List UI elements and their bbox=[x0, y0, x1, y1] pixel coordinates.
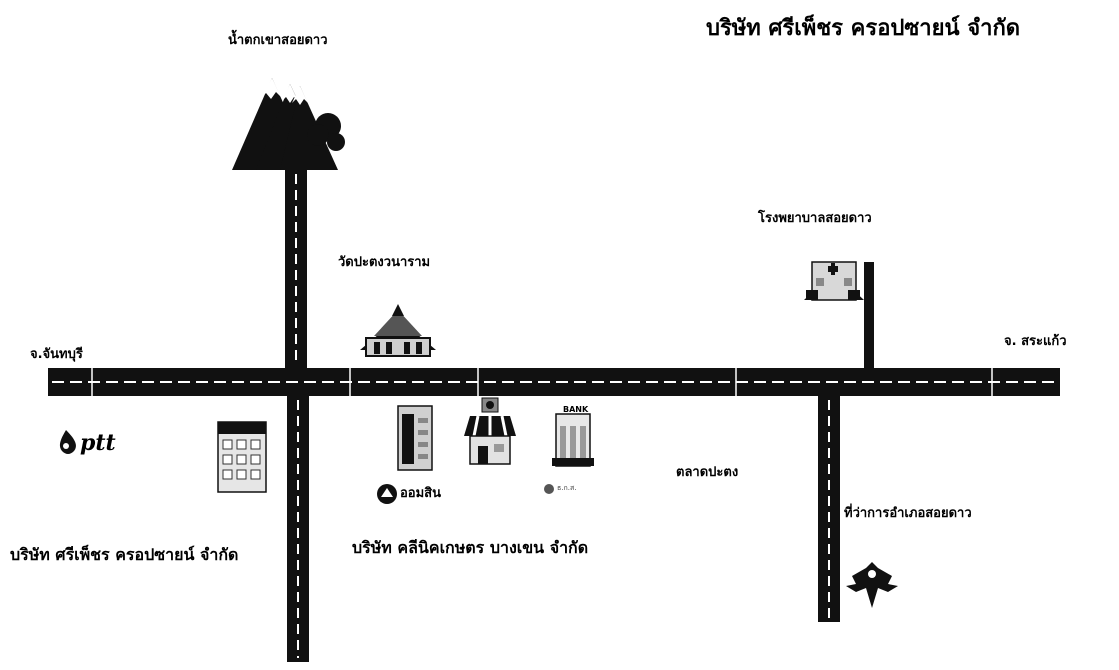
gsb-logo-icon bbox=[377, 484, 397, 504]
sripetch-company-label: บริษัท ศรีเพ็ชร ครอปซายน์ จำกัด bbox=[10, 545, 239, 564]
garuda-emblem-icon bbox=[846, 562, 898, 608]
hospital-label: โรงพยาบาลสอยดาว bbox=[758, 211, 872, 226]
building-icon bbox=[217, 421, 267, 493]
ptt-logo: ptt bbox=[80, 430, 116, 456]
shop-icon bbox=[464, 397, 516, 465]
gsb-building-icon bbox=[397, 405, 433, 471]
mountain-icon bbox=[232, 78, 345, 170]
waterfall-label: น้ำตกเขาสอยดาว bbox=[228, 33, 328, 48]
direction-east-label: จ. สระแก้ว bbox=[1004, 334, 1067, 349]
baac-logo-icon bbox=[544, 484, 554, 494]
temple-label: วัดปะตงวนาราม bbox=[338, 255, 431, 270]
temple-icon bbox=[360, 304, 436, 357]
page-title: บริษัท ศรีเพ็ชร ครอปซายน์ จำกัด bbox=[706, 16, 1021, 41]
road-south-right bbox=[818, 396, 840, 622]
market-label: ตลาดปะตง bbox=[676, 465, 739, 480]
main-road bbox=[48, 368, 1060, 396]
hospital-icon bbox=[804, 261, 864, 301]
direction-west-label: จ.จันทบุรี bbox=[30, 347, 83, 362]
bank-building-icon bbox=[552, 413, 594, 467]
gsb-logo-text: ออมสิน bbox=[400, 486, 442, 501]
road-to-hospital bbox=[864, 262, 874, 368]
baac-logo-text: ธ.ก.ส. bbox=[557, 484, 577, 492]
road-to-waterfall bbox=[285, 150, 307, 368]
bank-sign: BANK bbox=[563, 405, 589, 414]
road-south-left bbox=[287, 396, 309, 662]
ptt-logo-icon bbox=[59, 430, 76, 454]
clinic-company-label: บริษัท คลีนิคเกษตร บางเขน จำกัด bbox=[352, 538, 589, 557]
district-office-label: ที่ว่าการอำเภอสอยดาว bbox=[844, 506, 972, 521]
